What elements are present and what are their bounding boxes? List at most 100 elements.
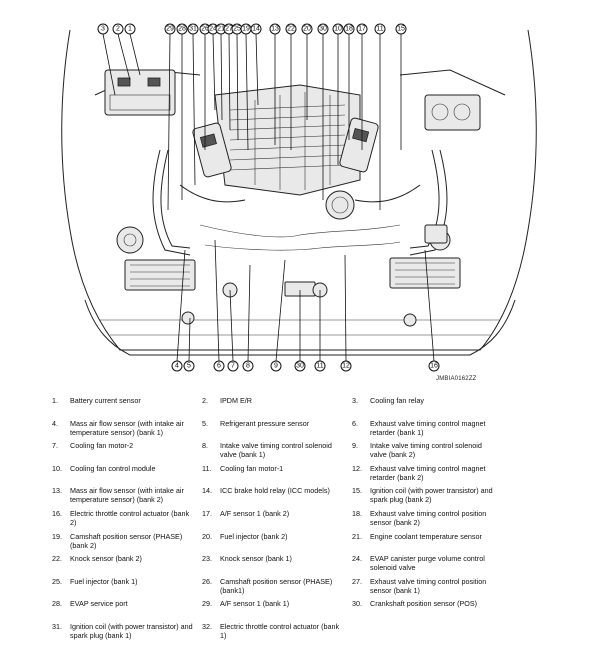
legend-text: Fuel injector (bank 1) bbox=[70, 576, 138, 586]
callout-number: 11 bbox=[316, 363, 323, 370]
legend-item: 4. Mass air flow sensor (with intake air … bbox=[52, 419, 202, 442]
leader-line bbox=[220, 33, 223, 121]
legend-item: 25.Fuel injector (bank 1) bbox=[52, 577, 202, 600]
legend-item: 7.Cooling fan motor-2 bbox=[52, 441, 202, 464]
legend-item: 15. Ignition coil (with power transistor)… bbox=[352, 486, 502, 509]
relay-box-right bbox=[424, 94, 481, 131]
callout-number: 13 bbox=[271, 26, 279, 33]
legend-item: 8.Intake valve timing control solenoid v… bbox=[202, 441, 352, 464]
legend-text: Crankshaft position sensor (POS) bbox=[370, 599, 478, 609]
leader-line bbox=[176, 249, 186, 362]
callout-30: 30 bbox=[294, 360, 306, 372]
callout-22: 22 bbox=[285, 23, 297, 35]
legend-number: 5. bbox=[202, 418, 208, 428]
legend-text: Mass air flow sensor (with intake air te… bbox=[70, 418, 184, 437]
reservoir-left bbox=[116, 226, 144, 254]
legend-item: 18.Exhaust valve timing control position… bbox=[352, 509, 502, 532]
legend-text: Exhaust valve timing control magnet reta… bbox=[370, 418, 486, 437]
callout-24: 24 bbox=[207, 23, 219, 35]
legend-item: 13.Mass air flow sensor (with intake air… bbox=[52, 486, 202, 509]
legend-number: 31. bbox=[52, 621, 62, 631]
ignition-coils-bank1 bbox=[192, 122, 232, 178]
legend-number: 27. bbox=[352, 576, 362, 586]
legend-text: Electric throttle control actuator (bank… bbox=[220, 621, 340, 640]
callout-number: 10 bbox=[334, 26, 342, 33]
legend-text: Exhaust valve timing control magnet reta… bbox=[370, 463, 486, 482]
legend-item: 16.Electric throttle control actuator (b… bbox=[52, 509, 202, 532]
legend-item: 28. EVAP service port bbox=[52, 599, 202, 622]
legend-text: EVAP canister purge volume control solen… bbox=[370, 554, 485, 573]
callout-number: 19 bbox=[242, 26, 250, 33]
callout-number: 12 bbox=[342, 363, 350, 370]
legend-number: 26. bbox=[202, 576, 212, 586]
legend-text: ICC brake hold relay (ICC models) bbox=[220, 486, 330, 496]
legend-item: 27. Exhaust valve timing control position… bbox=[352, 577, 502, 600]
legend-number: 22. bbox=[52, 554, 62, 564]
legend-number: 15. bbox=[352, 486, 362, 496]
callout-20: 20 bbox=[301, 23, 313, 35]
legend-item: 20.Fuel injector (bank 2) bbox=[202, 532, 352, 555]
callout-1: 1 bbox=[124, 23, 136, 35]
legend-text: EVAP service port bbox=[70, 599, 128, 609]
callout-number: 15 bbox=[397, 26, 405, 33]
legend-number: 19. bbox=[52, 531, 62, 541]
leader-line bbox=[275, 259, 286, 362]
legend-item: 3. Cooling fan relay bbox=[352, 396, 502, 419]
legend-number: 17. bbox=[202, 508, 212, 518]
legend-item: 5.Refrigerant pressure sensor bbox=[202, 419, 352, 442]
legend-number: 4. bbox=[52, 418, 58, 428]
callout-number: 7 bbox=[231, 363, 235, 370]
callout-19: 19 bbox=[240, 23, 252, 35]
leader-line bbox=[228, 33, 231, 131]
legend-number: 3. bbox=[352, 396, 358, 405]
legend-text: Cooling fan relay bbox=[370, 396, 424, 405]
callout-9: 9 bbox=[270, 360, 282, 372]
legend-number: 13. bbox=[52, 486, 62, 496]
callout-27: 27 bbox=[223, 23, 235, 35]
callout-29: 29 bbox=[164, 23, 176, 35]
legend-text: Exhaust valve timing control position se… bbox=[370, 576, 487, 595]
legend-item: 11.Cooling fan motor-1 bbox=[202, 464, 352, 487]
legend-text: Exhaust valve timing control position se… bbox=[370, 508, 487, 527]
legend-text: Ignition coil (with power transistor) an… bbox=[370, 486, 493, 505]
callout-number: 22 bbox=[287, 26, 295, 33]
legend-text: Engine coolant temperature sensor bbox=[370, 531, 482, 541]
leader-line bbox=[229, 289, 234, 362]
callout-number: 24 bbox=[209, 26, 217, 33]
legend-number: 29. bbox=[202, 599, 212, 609]
leader-line bbox=[212, 33, 216, 111]
callout-number: 5 bbox=[187, 363, 191, 370]
legend-item: 10.Cooling fan control module bbox=[52, 464, 202, 487]
legend-item: 2.IPDM E/R bbox=[202, 396, 352, 419]
callout-number: 25 bbox=[233, 26, 241, 33]
legend-text: Intake valve timing control solenoid val… bbox=[220, 441, 332, 460]
leader-line bbox=[344, 254, 347, 362]
legend-item: 32.Electric throttle control actuator (b… bbox=[202, 622, 352, 645]
legend-number: 30. bbox=[352, 599, 362, 609]
legend-number: 28. bbox=[52, 599, 62, 609]
callout-number: 18 bbox=[345, 26, 353, 33]
legend-number: 16. bbox=[52, 508, 62, 518]
leader-line bbox=[255, 33, 259, 106]
air-ducts bbox=[152, 149, 448, 256]
callout-13: 13 bbox=[269, 23, 281, 35]
callout-number: 20 bbox=[303, 26, 311, 33]
leader-line bbox=[102, 33, 116, 96]
callout-31: 31 bbox=[187, 23, 199, 35]
callout-number: 16 bbox=[430, 363, 438, 370]
callout-number: 17 bbox=[358, 26, 366, 33]
figure-code: JMBIA0162ZZ bbox=[436, 376, 477, 382]
callout-18: 18 bbox=[343, 23, 355, 35]
legend-number: 11. bbox=[202, 463, 212, 473]
callout-11: 11 bbox=[314, 360, 326, 372]
leader-line bbox=[245, 33, 249, 151]
legend-text: Fuel injector (bank 2) bbox=[220, 531, 288, 541]
legend-text: A/F sensor 1 (bank 2) bbox=[220, 508, 290, 518]
legend-text: IPDM E/R bbox=[220, 396, 252, 405]
legend-number: 23. bbox=[202, 554, 212, 564]
leader-line bbox=[167, 33, 171, 211]
legend-number: 6. bbox=[352, 418, 358, 428]
